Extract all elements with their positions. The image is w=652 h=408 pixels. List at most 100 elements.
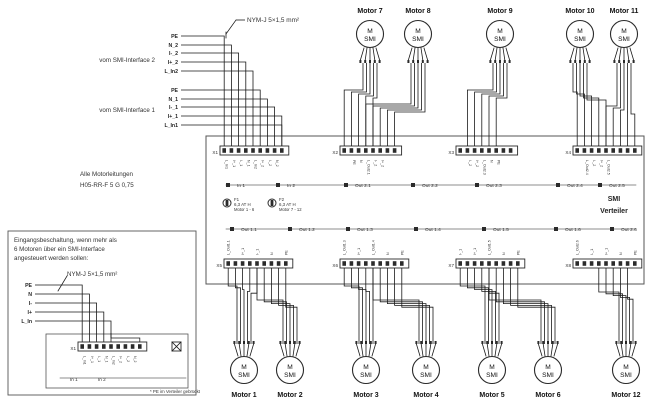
motor-lead-terminal xyxy=(360,341,362,344)
terminal-screw xyxy=(350,148,354,153)
motor-lead xyxy=(629,344,631,356)
fuse-element xyxy=(271,200,274,206)
motor-lead-terminal xyxy=(238,341,240,344)
motor-symbol-m: M xyxy=(545,364,551,371)
motor-lead xyxy=(285,344,287,356)
terminal-screw xyxy=(597,148,601,153)
motor-lead xyxy=(583,48,585,60)
terminal-pin-label: I-_2 xyxy=(374,160,378,166)
motor-symbol-m: M xyxy=(415,28,421,35)
terminal-pin-label: I-_1 xyxy=(97,356,101,362)
terminal-pin-label: PE xyxy=(497,160,501,165)
motor-lead-terminal xyxy=(499,60,501,63)
top-rail-fuse-mark xyxy=(475,183,479,187)
terminal-screw xyxy=(611,148,615,153)
terminal-screw xyxy=(342,148,346,153)
terminal-pin-label: I+_2 xyxy=(261,160,265,167)
terminal-block-id: X8 xyxy=(565,263,571,268)
motor-cable-note: H05-RR-F 5 G 0,75 xyxy=(80,182,134,189)
inset-rail-label: In 1 xyxy=(70,377,78,382)
terminal-screw xyxy=(342,261,346,266)
cable-spec-top: NYM-J 5×1,5 mm² xyxy=(247,17,299,24)
top-rail-label: Out 2.2 xyxy=(422,183,438,189)
motor-lead-terminal xyxy=(369,60,371,63)
distributor-title: SMI xyxy=(608,196,621,203)
motor-symbol-smi: SMI xyxy=(486,372,498,379)
terminal-pin-label: N xyxy=(490,160,494,163)
motor-cable xyxy=(395,63,425,146)
motor-lead xyxy=(413,48,415,60)
motor-lead-terminal xyxy=(489,60,491,63)
terminal-screw xyxy=(575,261,579,266)
motor-label: Motor 10 xyxy=(565,8,594,15)
terminal-block-id: X1 xyxy=(70,346,76,351)
motor-lead-terminal xyxy=(579,60,581,63)
terminal-screw xyxy=(116,344,120,349)
terminal-screw xyxy=(109,344,113,349)
motor-lead xyxy=(490,48,494,60)
motor-lead-terminal xyxy=(355,341,357,344)
terminal-pin-label: N_1 xyxy=(246,160,250,167)
terminal-screw xyxy=(226,261,230,266)
terminal-pin-label: I+_1 xyxy=(473,248,477,255)
top-rail-fuse-mark xyxy=(598,183,602,187)
motor-symbol-smi: SMI xyxy=(364,36,376,43)
terminal-block-x1: X1 xyxy=(70,342,146,351)
interface2-label: vom SMI-Interface 2 xyxy=(99,57,155,64)
terminal-pin-label: I+_1 xyxy=(232,160,236,167)
motor-lead xyxy=(575,48,577,60)
terminal-screw xyxy=(604,148,608,153)
terminal-screw xyxy=(590,261,594,266)
terminal-screw xyxy=(280,148,284,153)
motor-cable xyxy=(460,268,485,344)
input-wire-label: N_1 xyxy=(168,97,178,103)
motor-lead-terminal xyxy=(623,60,625,63)
terminal-screw xyxy=(393,148,397,153)
input-wire-label: L_In1 xyxy=(164,123,178,129)
motor-lead xyxy=(614,48,618,60)
terminal-screw xyxy=(357,261,361,266)
motor-lead xyxy=(495,48,497,60)
bottom-rail-label: Out 2.6 xyxy=(621,227,637,233)
motor-cable xyxy=(286,268,297,344)
terminal-screw xyxy=(386,148,390,153)
motor-lead-terminal xyxy=(233,341,235,344)
motor-cable xyxy=(584,63,599,146)
motor-lead-terminal xyxy=(422,60,424,63)
terminal-screw xyxy=(131,344,135,349)
motor-lead xyxy=(293,344,295,356)
motor-cable xyxy=(235,268,240,344)
terminal-block-id: X5 xyxy=(216,263,222,268)
motor-lead-terminal xyxy=(420,341,422,344)
motor-lead-terminal xyxy=(496,341,498,344)
motor-lead xyxy=(376,48,380,60)
terminal-pin-label: L_Out1.3 xyxy=(343,240,347,255)
bottom-rail-label: Out 1.1 xyxy=(241,227,257,233)
motor-lead xyxy=(296,344,300,356)
terminal-pin-label: PE xyxy=(284,250,288,255)
motor-lead-terminal xyxy=(412,60,414,63)
terminal-screw xyxy=(277,261,281,266)
terminal-pin-label: I-_2 xyxy=(592,160,596,166)
motor-lead xyxy=(408,48,412,60)
motor-lead xyxy=(538,344,542,356)
motor-lead xyxy=(250,344,254,356)
motor-cable xyxy=(489,268,499,344)
motor-lead-terminal xyxy=(630,341,632,344)
bottom-rail-fuse-mark xyxy=(414,227,418,231)
motor-cable xyxy=(359,63,370,146)
motor-cable xyxy=(380,268,422,344)
terminal-block-id: X1 xyxy=(212,150,218,155)
terminal-pin-label: I+_1 xyxy=(90,356,94,363)
terminal-screw xyxy=(590,148,594,153)
terminal-screw xyxy=(102,344,106,349)
motor-lead xyxy=(543,344,545,356)
terminal-screw xyxy=(241,261,245,266)
motor-lead-terminal xyxy=(618,60,620,63)
terminal-screw xyxy=(378,148,382,153)
